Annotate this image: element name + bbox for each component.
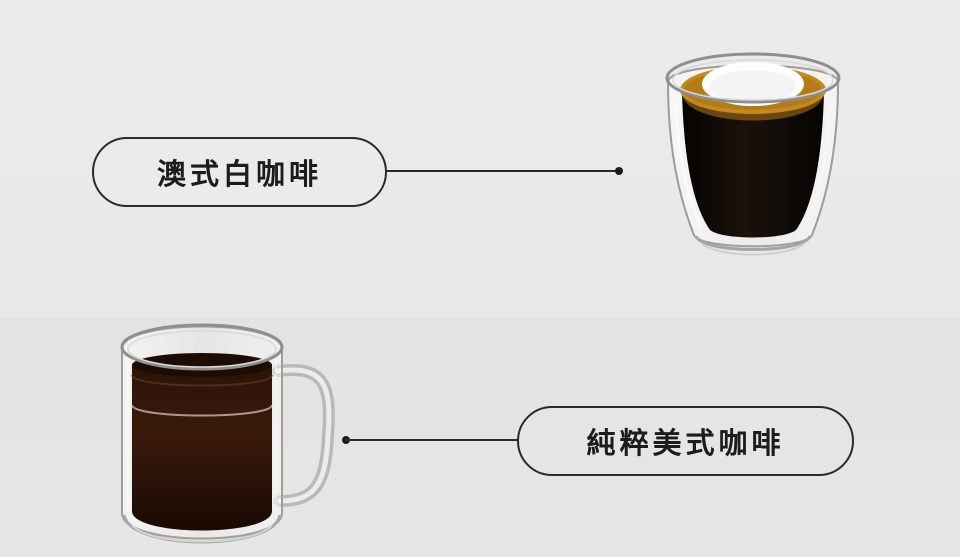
americano-connector-line — [346, 439, 518, 441]
americano-label: 純粹美式咖啡 — [517, 406, 854, 476]
flat-white-glass-image — [665, 52, 841, 256]
flat-white-connector-dot — [615, 167, 623, 175]
flat-white-connector-line — [386, 170, 618, 172]
flat-white-label: 澳式白咖啡 — [92, 137, 387, 207]
flat-white-label-text: 澳式白咖啡 — [156, 157, 322, 191]
americano-mug-image — [120, 323, 335, 544]
americano-label-text: 純粹美式咖啡 — [586, 426, 785, 460]
